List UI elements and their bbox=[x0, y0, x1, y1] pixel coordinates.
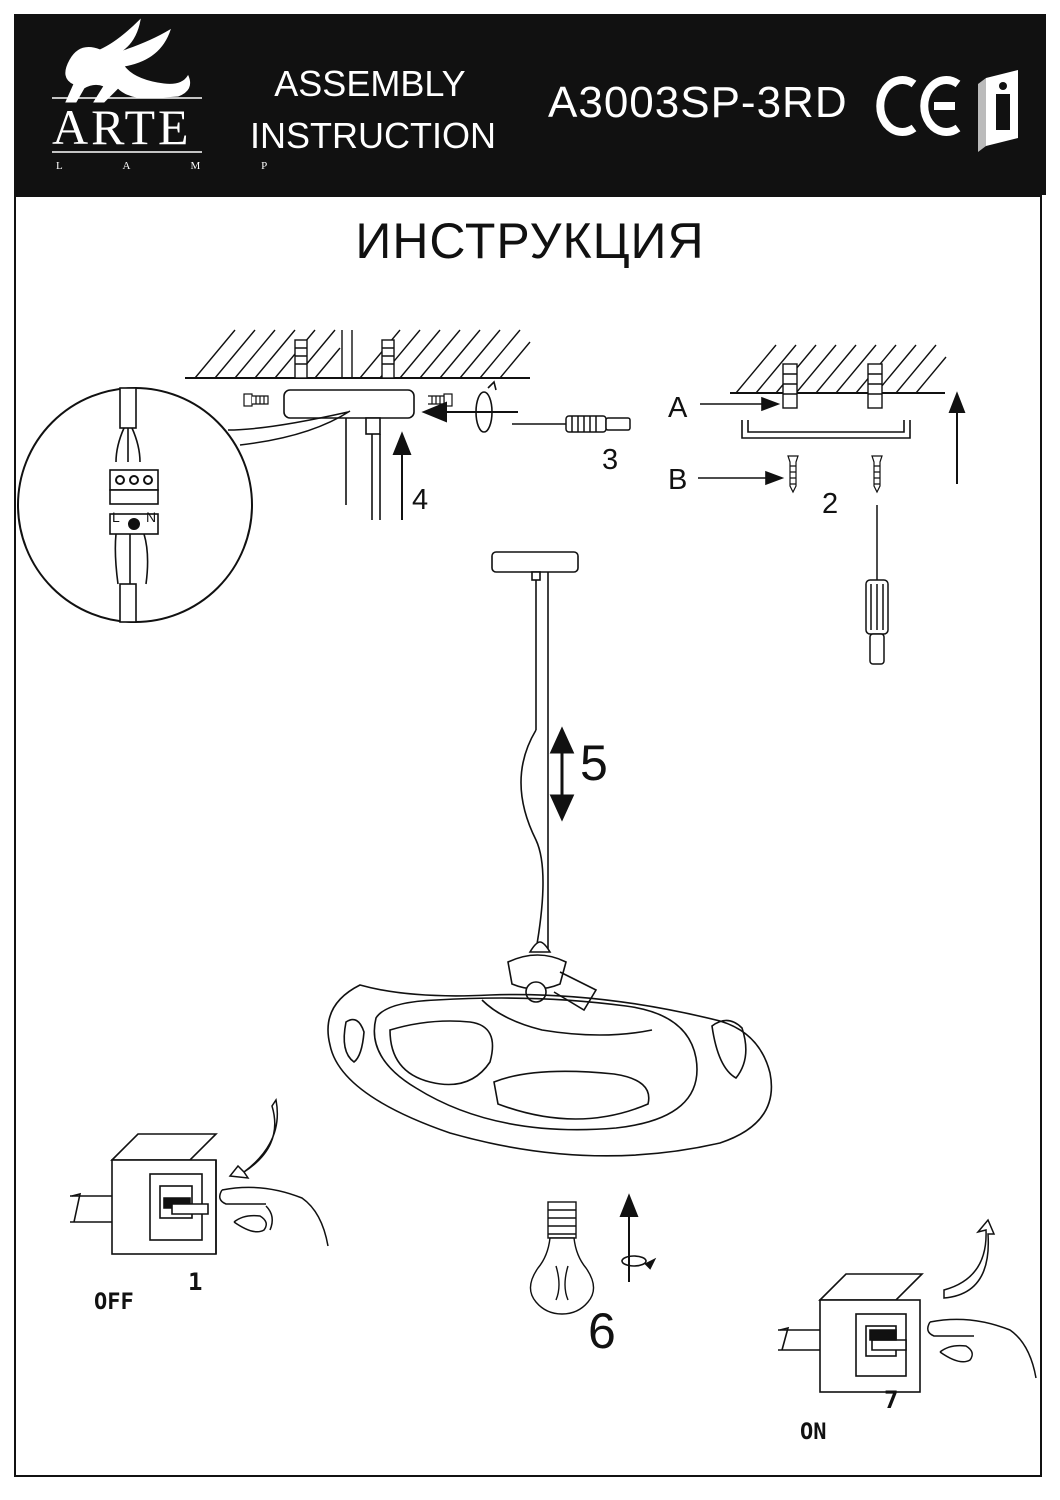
height-adjust-arrow-icon bbox=[549, 726, 575, 822]
anchor-plug-a bbox=[782, 363, 883, 409]
part-label-a: A bbox=[668, 392, 688, 424]
info-book-icon bbox=[978, 70, 1018, 152]
content-frame bbox=[14, 195, 1042, 1477]
screw-bolt-icon bbox=[243, 393, 453, 407]
terminal-label-l: L bbox=[112, 509, 120, 525]
pointer-arrows bbox=[698, 396, 785, 486]
wall-switch-on-icon bbox=[778, 1273, 924, 1393]
brand-name: ARTE bbox=[52, 99, 192, 155]
bulb-install-arrows bbox=[619, 1193, 657, 1282]
ceiling-hatch-left bbox=[185, 329, 531, 379]
switch-state-on: ON bbox=[800, 1420, 827, 1445]
brand-subtitle: L A M P bbox=[56, 160, 297, 172]
mounting-bracket bbox=[741, 420, 911, 439]
arrow-up-right-icon bbox=[948, 391, 966, 484]
wood-screw-b bbox=[787, 455, 883, 494]
curved-arrow-up-icon bbox=[943, 1218, 996, 1299]
step-number-3: 3 bbox=[602, 444, 619, 476]
arrow-up-icon bbox=[392, 431, 412, 520]
callout-leader bbox=[227, 410, 351, 446]
page-title: ИНСТРУКЦИЯ bbox=[355, 213, 705, 269]
step-number-7: 7 bbox=[884, 1386, 899, 1414]
pendant-lamp bbox=[327, 551, 773, 1157]
screwdriver-icon bbox=[512, 415, 631, 433]
lion-logo-icon bbox=[52, 18, 202, 153]
doc-type-line2: INSTRUCTION bbox=[250, 115, 496, 156]
wall-switch-off-icon bbox=[70, 1133, 218, 1255]
canopy-plate bbox=[283, 389, 415, 520]
hand-icon-right bbox=[927, 1318, 1037, 1379]
hand-icon bbox=[219, 1186, 329, 1247]
step-number-2: 2 bbox=[822, 488, 839, 520]
step-number-5: 5 bbox=[580, 735, 608, 791]
header-bar bbox=[14, 14, 1046, 195]
switch-state-off: OFF bbox=[94, 1290, 134, 1315]
rotate-arrow-icon bbox=[475, 380, 497, 433]
screwdriver-vertical-icon bbox=[865, 505, 889, 665]
arrow-left-icon bbox=[421, 401, 518, 423]
doc-type-line1: ASSEMBLY bbox=[274, 63, 466, 104]
step-number-6: 6 bbox=[588, 1303, 616, 1359]
part-label-b: B bbox=[668, 464, 688, 496]
model-number: A3003SP-3RD bbox=[548, 78, 848, 127]
ce-mark-icon bbox=[876, 76, 961, 136]
wall-plug-icon bbox=[294, 339, 395, 379]
wiring-detail-callout bbox=[17, 387, 253, 623]
terminal-label-n: N bbox=[146, 509, 157, 525]
doc-type-title: ASSEMBLY INSTRUCTION bbox=[250, 58, 496, 162]
bulb-icon bbox=[529, 1201, 595, 1315]
curved-arrow-down-icon bbox=[228, 1098, 279, 1179]
step-number-4: 4 bbox=[412, 484, 429, 516]
step-number-1: 1 bbox=[188, 1268, 203, 1296]
